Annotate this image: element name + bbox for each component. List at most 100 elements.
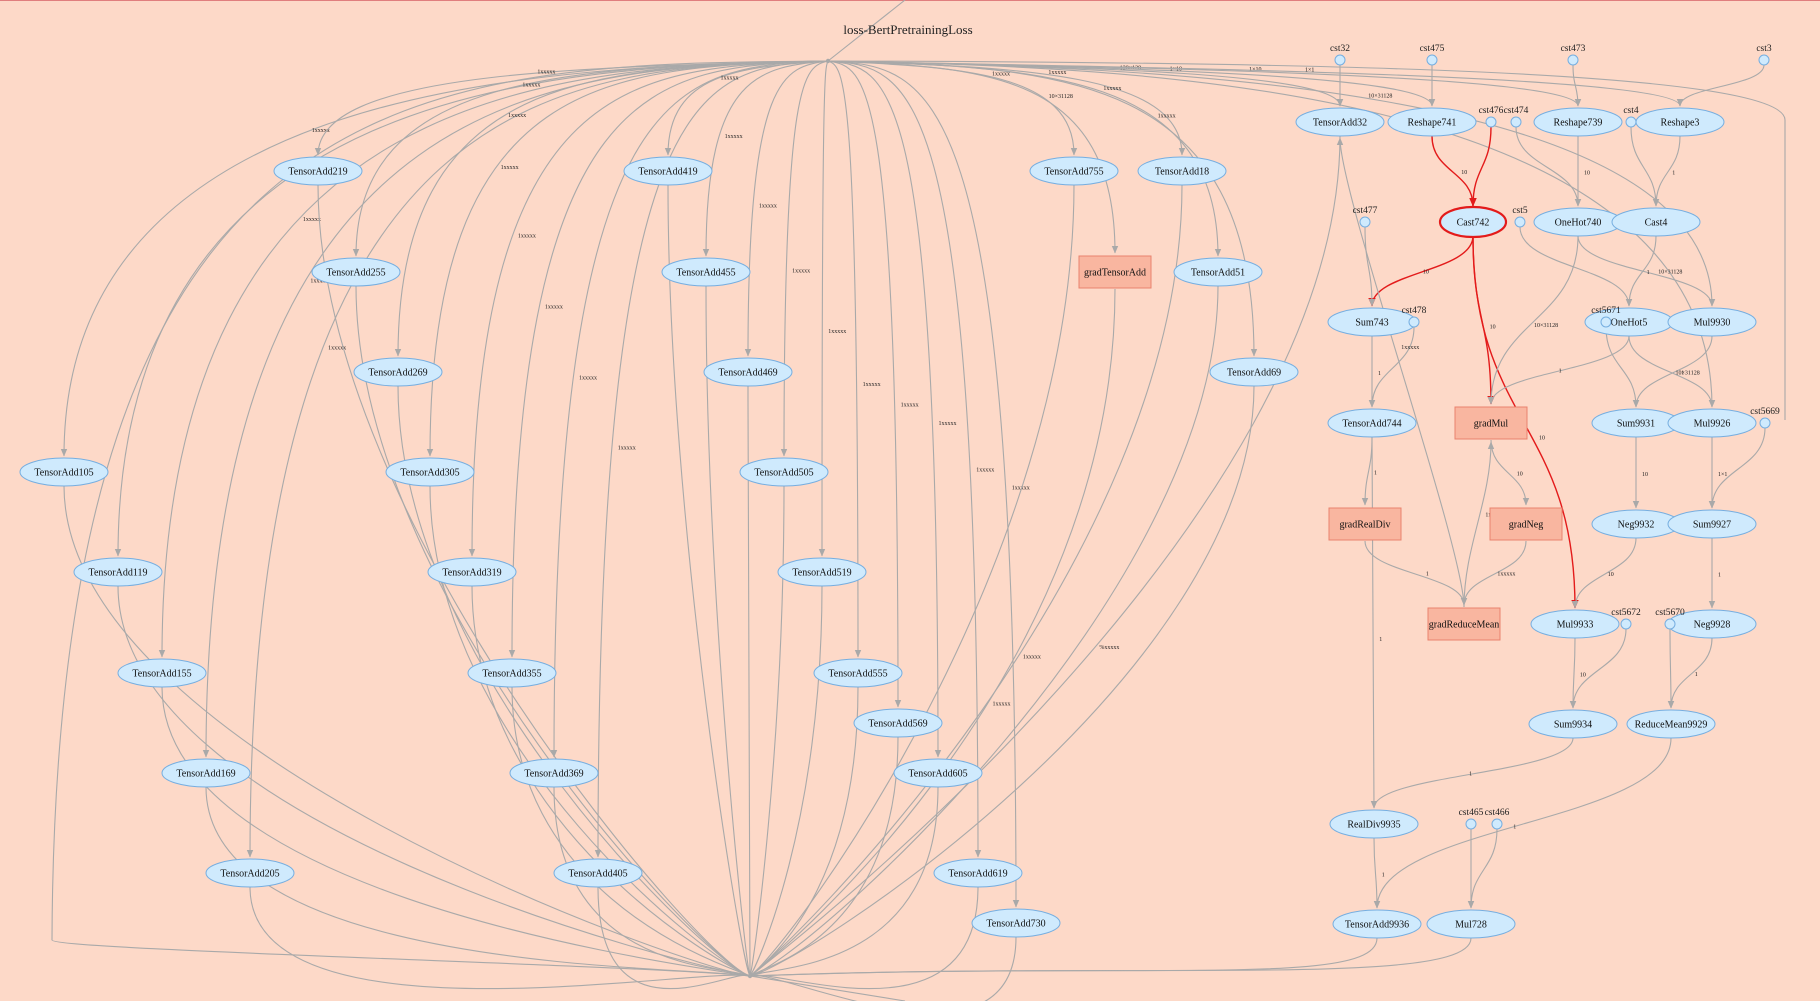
edge-TensorAdd744-to-RealDiv9935 xyxy=(1372,437,1374,808)
const-marker[interactable] xyxy=(1486,117,1496,127)
edge-label: 1xxxxx xyxy=(1023,655,1041,661)
node-gradTensorAdd[interactable]: gradTensorAdd xyxy=(1079,256,1151,288)
node-label: Mul9933 xyxy=(1557,620,1594,631)
node-gradReduceMean[interactable]: gradReduceMean xyxy=(1428,608,1500,640)
node-cst466[interactable]: cst466 xyxy=(1485,808,1510,829)
node-Mul9933[interactable]: Mul9933 xyxy=(1531,610,1619,638)
node-Mul728[interactable]: Mul728 xyxy=(1427,910,1515,938)
edge-label: 1 xyxy=(1681,370,1684,376)
node-RealDiv9935[interactable]: RealDiv9935 xyxy=(1330,810,1418,838)
edge-label: 1 xyxy=(1379,637,1382,643)
edge-label: 10 xyxy=(1539,435,1545,441)
node-TensorAdd9936[interactable]: TensorAdd9936 xyxy=(1333,910,1421,938)
node-Neg9932[interactable]: Neg9932 xyxy=(1592,510,1680,538)
node-cst476[interactable]: cst476 xyxy=(1479,106,1504,127)
node-TensorAdd205[interactable]: TensorAdd205 xyxy=(206,859,294,887)
node-TensorAdd69[interactable]: TensorAdd69 xyxy=(1210,358,1298,386)
node-gradNeg[interactable]: gradNeg xyxy=(1490,508,1562,540)
const-marker[interactable] xyxy=(1409,317,1419,327)
node-Mul9926[interactable]: Mul9926 xyxy=(1668,409,1756,437)
const-marker[interactable] xyxy=(1360,217,1370,227)
edge-top-to-TensorAdd419 xyxy=(668,61,828,155)
const-marker[interactable] xyxy=(1665,619,1675,629)
edge-label: 1xxxxx xyxy=(828,329,846,335)
node-label: TensorAdd69 xyxy=(1227,368,1281,379)
node-TensorAdd405[interactable]: TensorAdd405 xyxy=(554,859,642,887)
node-Reshape741[interactable]: Reshape741 xyxy=(1388,108,1476,136)
node-label: OneHot740 xyxy=(1555,218,1602,229)
node-Reshape3[interactable]: Reshape3 xyxy=(1636,108,1724,136)
edge-label: 1xxxxx xyxy=(522,82,540,88)
node-cst474[interactable]: cst474 xyxy=(1504,106,1529,127)
node-label: Neg9928 xyxy=(1694,620,1731,631)
const-marker[interactable] xyxy=(1492,819,1502,829)
const-marker[interactable] xyxy=(1427,55,1437,65)
node-TensorAdd219[interactable]: TensorAdd219 xyxy=(274,157,362,185)
node-TensorAdd505[interactable]: TensorAdd505 xyxy=(740,458,828,486)
edge-Neg9932-to-Mul9933 xyxy=(1575,538,1636,608)
const-marker[interactable] xyxy=(1759,55,1769,65)
node-label: Sum9931 xyxy=(1617,419,1655,430)
edge-cst4-to-Cast4 xyxy=(1631,127,1656,206)
edge-label: 1 xyxy=(1559,369,1562,375)
node-TensorAdd555[interactable]: TensorAdd555 xyxy=(814,659,902,687)
edge-label: 10 xyxy=(1584,171,1590,177)
node-Cast742[interactable]: Cast742 xyxy=(1440,207,1506,237)
node-gradMul[interactable]: gradMul xyxy=(1455,407,1527,439)
node-TensorAdd319[interactable]: TensorAdd319 xyxy=(428,558,516,586)
node-TensorAdd619[interactable]: TensorAdd619 xyxy=(934,859,1022,887)
node-cst473[interactable]: cst473 xyxy=(1561,44,1586,65)
node-TensorAdd169[interactable]: TensorAdd169 xyxy=(162,759,250,787)
node-TensorAdd469[interactable]: TensorAdd469 xyxy=(704,358,792,386)
node-Reshape739[interactable]: Reshape739 xyxy=(1534,108,1622,136)
node-TensorAdd369[interactable]: TensorAdd369 xyxy=(510,759,598,787)
node-TensorAdd569[interactable]: TensorAdd569 xyxy=(854,709,942,737)
node-TensorAdd32[interactable]: TensorAdd32 xyxy=(1296,108,1384,136)
node-TensorAdd18[interactable]: TensorAdd18 xyxy=(1138,157,1226,185)
node-TensorAdd269[interactable]: TensorAdd269 xyxy=(354,358,442,386)
const-marker[interactable] xyxy=(1511,117,1521,127)
const-marker[interactable] xyxy=(1515,217,1525,227)
node-TensorAdd605[interactable]: TensorAdd605 xyxy=(894,759,982,787)
node-TensorAdd355[interactable]: TensorAdd355 xyxy=(468,659,556,687)
node-TensorAdd305[interactable]: TensorAdd305 xyxy=(386,458,474,486)
node-TensorAdd119[interactable]: TensorAdd119 xyxy=(74,558,162,586)
node-TensorAdd51[interactable]: TensorAdd51 xyxy=(1174,258,1262,286)
node-TensorAdd105[interactable]: TensorAdd105 xyxy=(20,458,108,486)
node-ReduceMean9929[interactable]: ReduceMean9929 xyxy=(1627,710,1715,738)
node-cst3[interactable]: cst3 xyxy=(1756,44,1772,65)
node-cst32[interactable]: cst32 xyxy=(1330,44,1350,65)
edge-label: 10×31128 xyxy=(1676,370,1700,376)
node-cst475[interactable]: cst475 xyxy=(1420,44,1445,65)
node-Cast4[interactable]: Cast4 xyxy=(1612,208,1700,236)
node-TensorAdd455[interactable]: TensorAdd455 xyxy=(662,258,750,286)
const-marker[interactable] xyxy=(1760,418,1770,428)
node-gradRealDiv[interactable]: gradRealDiv xyxy=(1329,508,1401,540)
node-TensorAdd419[interactable]: TensorAdd419 xyxy=(624,157,712,185)
const-marker[interactable] xyxy=(1601,317,1611,327)
node-TensorAdd519[interactable]: TensorAdd519 xyxy=(778,558,866,586)
edge-TensorAdd419-to-sink xyxy=(668,185,750,976)
node-TensorAdd255[interactable]: TensorAdd255 xyxy=(312,258,400,286)
edge-label: 1xxxxx xyxy=(303,217,321,223)
node-cst5[interactable]: cst5 xyxy=(1512,206,1528,227)
const-marker[interactable] xyxy=(1335,55,1345,65)
node-TensorAdd730[interactable]: TensorAdd730 xyxy=(972,909,1060,937)
node-Sum9934[interactable]: Sum9934 xyxy=(1529,710,1617,738)
node-Mul9930[interactable]: Mul9930 xyxy=(1668,308,1756,336)
node-Sum9931[interactable]: Sum9931 xyxy=(1592,409,1680,437)
node-Sum9927[interactable]: Sum9927 xyxy=(1668,510,1756,538)
const-marker[interactable] xyxy=(1621,619,1631,629)
edge-top-to-TensorAdd605 xyxy=(828,61,938,757)
const-label: cst5669 xyxy=(1750,407,1780,417)
node-TensorAdd755[interactable]: TensorAdd755 xyxy=(1030,157,1118,185)
const-marker[interactable] xyxy=(1626,117,1636,127)
const-marker[interactable] xyxy=(1466,819,1476,829)
const-marker[interactable] xyxy=(1568,55,1578,65)
node-OneHot740[interactable]: OneHot740 xyxy=(1534,208,1622,236)
node-TensorAdd744[interactable]: TensorAdd744 xyxy=(1328,409,1416,437)
edge-label: 1xxxxx xyxy=(518,233,536,239)
node-cst465[interactable]: cst465 xyxy=(1459,808,1484,829)
node-label: Sum9927 xyxy=(1693,520,1731,531)
node-TensorAdd155[interactable]: TensorAdd155 xyxy=(118,659,206,687)
